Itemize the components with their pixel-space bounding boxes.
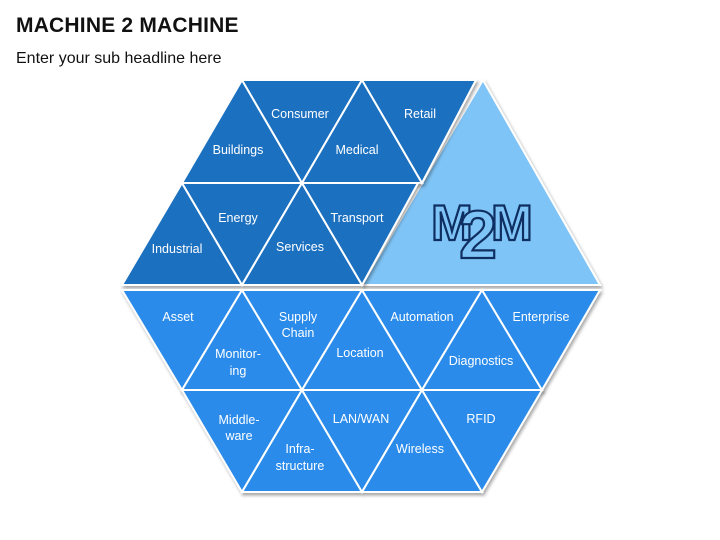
upper-row-2 bbox=[120, 181, 420, 288]
tile-retail bbox=[360, 79, 478, 186]
label-infrastructure-line-1: Infra- bbox=[285, 442, 314, 456]
tile-rfid bbox=[420, 389, 544, 494]
m2m-logo: M 2 M bbox=[430, 194, 534, 274]
label-medical: Medical bbox=[335, 143, 378, 157]
label-middleware-line-1: Middle- bbox=[219, 413, 260, 427]
label-asset: Asset bbox=[162, 310, 194, 324]
label-wireless: Wireless bbox=[396, 442, 444, 456]
slide-subtitle: Enter your sub headline here bbox=[16, 50, 222, 67]
label-energy: Energy bbox=[218, 211, 258, 225]
label-monitoring-line-2: ing bbox=[230, 364, 247, 378]
label-buildings: Buildings bbox=[213, 143, 264, 157]
label-lan-wan: LAN/WAN bbox=[333, 412, 390, 426]
label-consumer: Consumer bbox=[271, 107, 329, 121]
lower-row-4 bbox=[180, 388, 544, 494]
tile-transport bbox=[300, 182, 420, 288]
label-transport: Transport bbox=[330, 211, 384, 225]
label-rfid: RFID bbox=[466, 412, 495, 426]
upper-row-1 bbox=[180, 78, 478, 186]
label-monitoring-line-1: Monitor- bbox=[215, 347, 261, 361]
slide-title: MACHINE 2 MACHINE bbox=[16, 14, 239, 37]
label-supply-chain-line-1: Supply bbox=[279, 310, 318, 324]
label-location: Location bbox=[336, 346, 383, 360]
tile-labels: Consumer Retail Buildings Medical Energy… bbox=[152, 107, 570, 473]
label-diagnostics: Diagnostics bbox=[449, 354, 514, 368]
logo-letter-m-right: M bbox=[491, 195, 533, 251]
label-supply-chain-line-2: Chain bbox=[282, 326, 315, 340]
tile-enterprise bbox=[480, 289, 602, 392]
label-services: Services bbox=[276, 240, 324, 254]
label-industrial: Industrial bbox=[152, 242, 203, 256]
logo-letter-m-left: M bbox=[431, 195, 473, 251]
lower-row-3 bbox=[120, 288, 602, 392]
label-enterprise: Enterprise bbox=[513, 310, 570, 324]
label-middleware-line-2: ware bbox=[224, 429, 252, 443]
label-automation: Automation bbox=[390, 310, 453, 324]
logo-number-2: 2 bbox=[459, 197, 497, 273]
label-infrastructure-line-2: structure bbox=[276, 459, 325, 473]
label-retail: Retail bbox=[404, 107, 436, 121]
